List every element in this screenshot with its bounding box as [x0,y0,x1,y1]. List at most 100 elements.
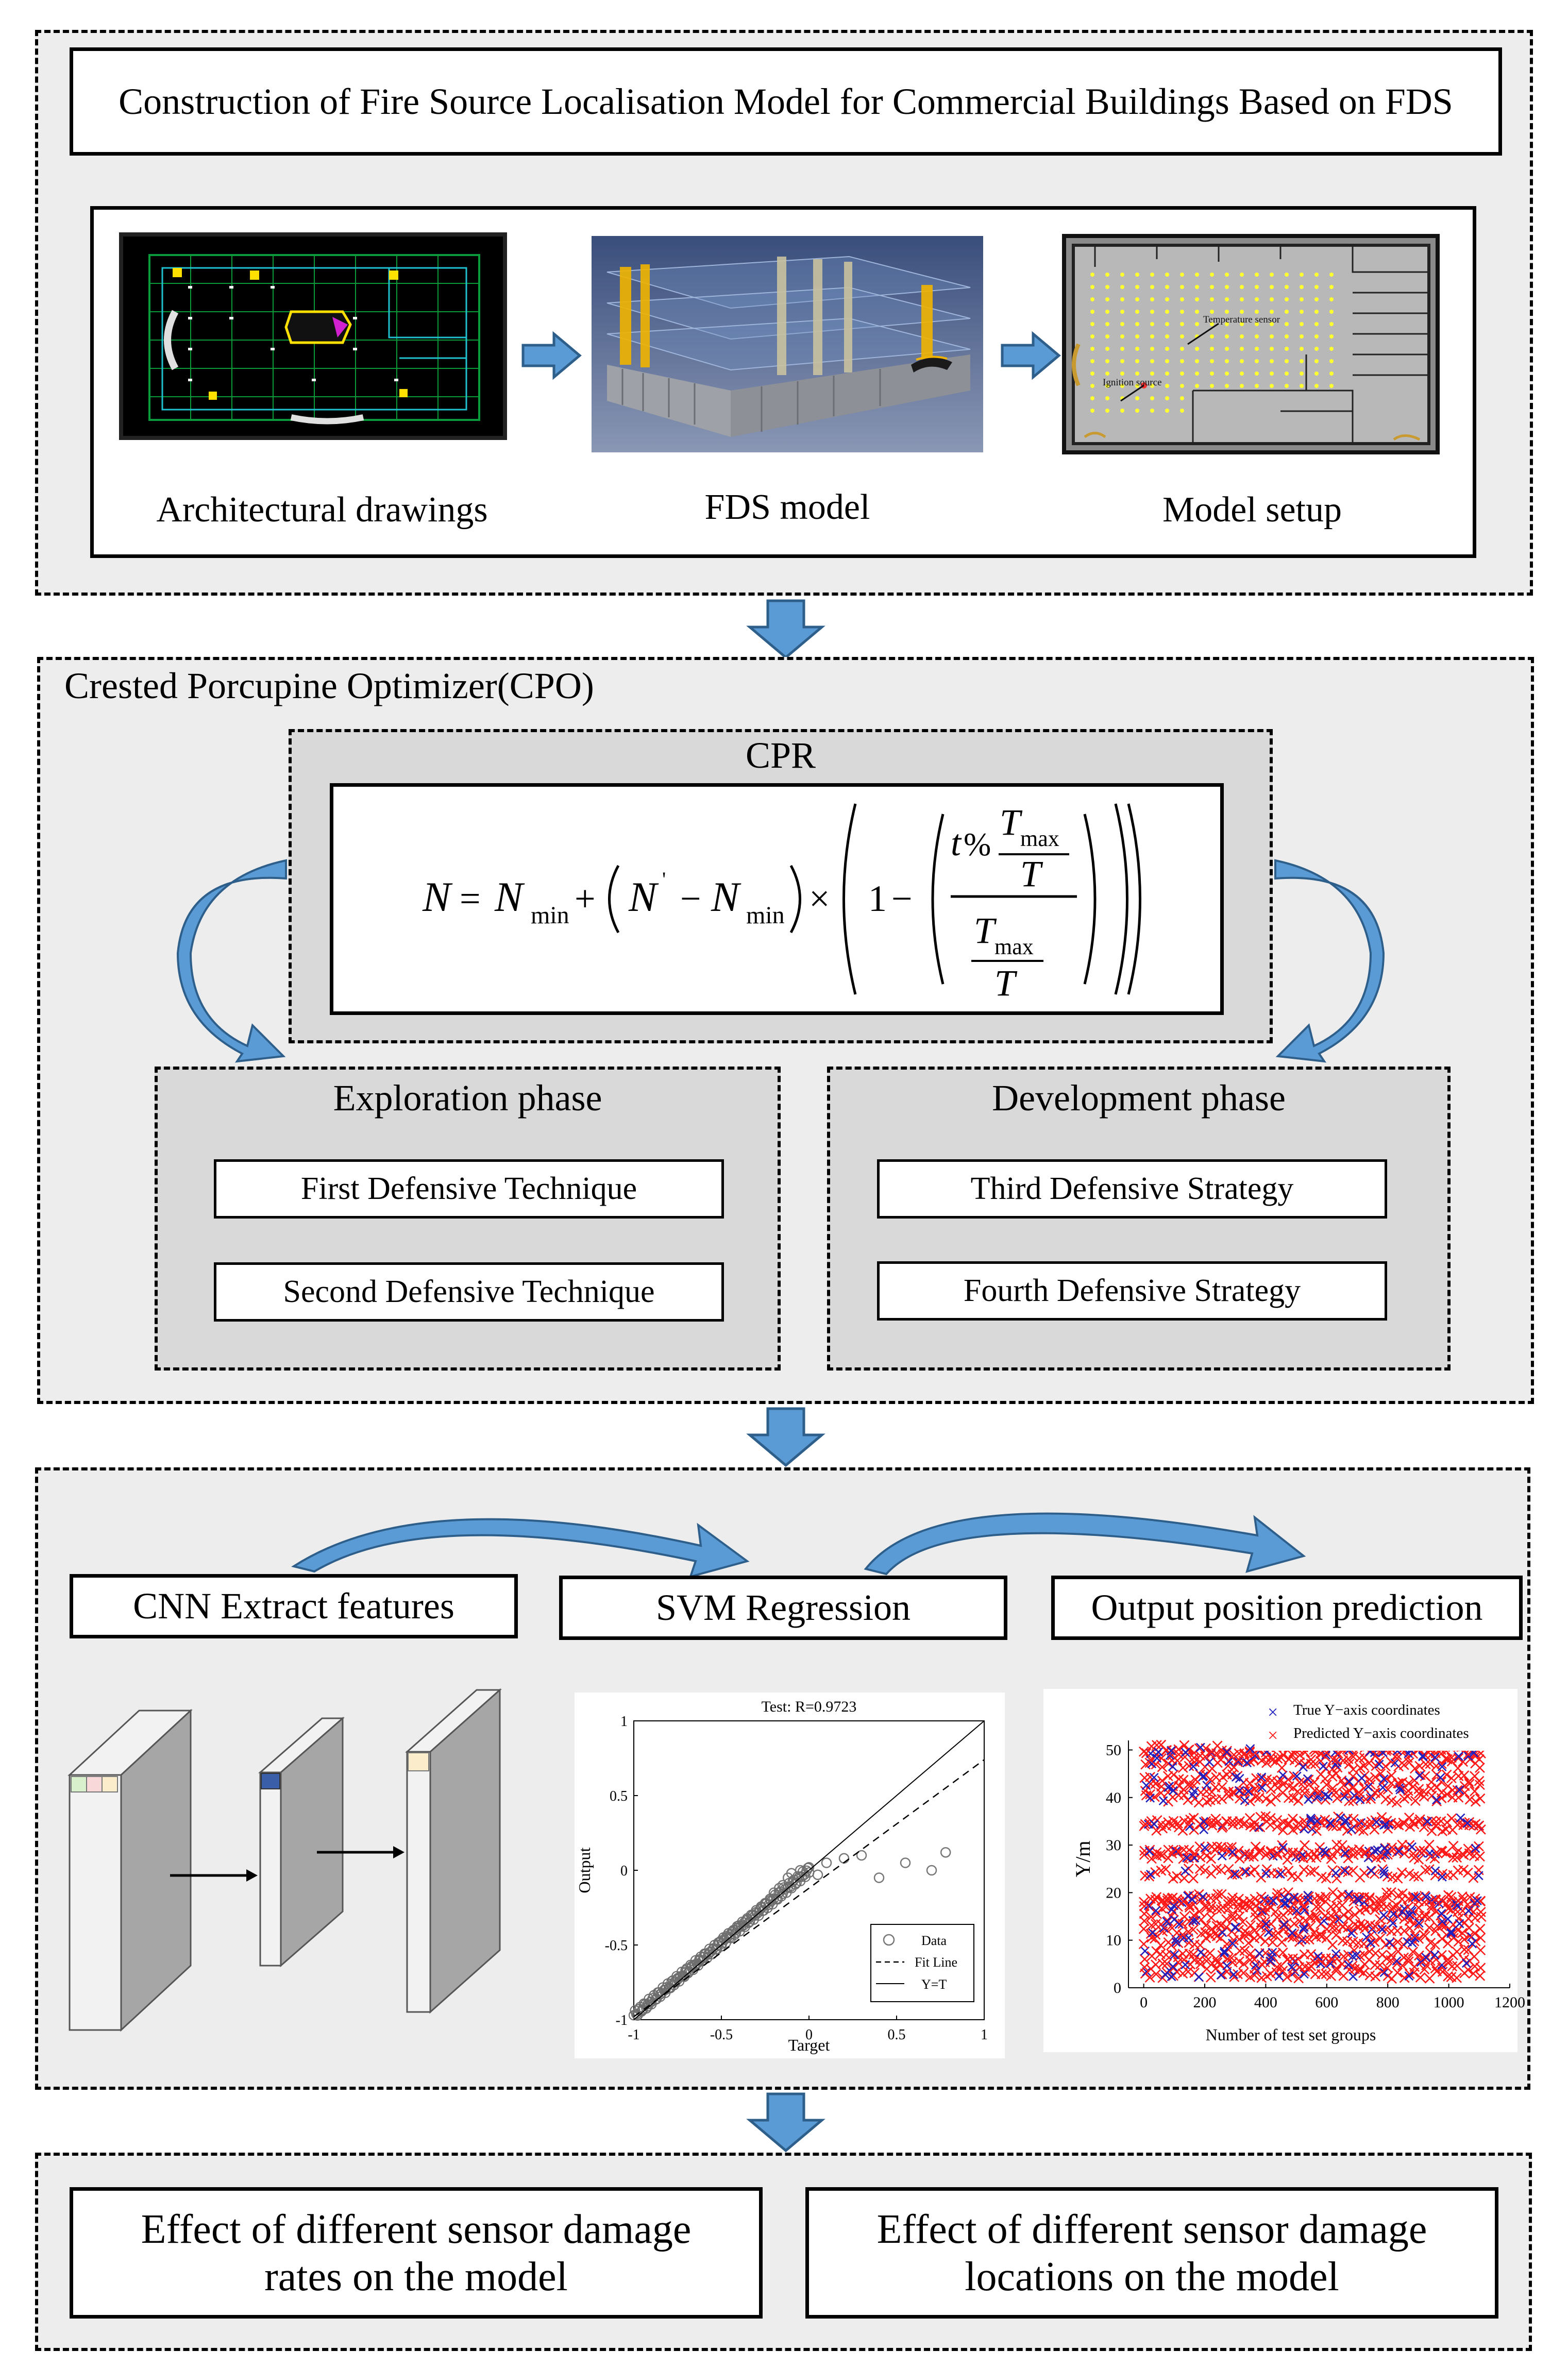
data-marker [1474,1763,1485,1773]
data-marker [1169,1901,1178,1910]
temperature-sensor-dot [1120,273,1124,277]
data-marker [1341,1816,1351,1826]
data-marker [1319,1762,1328,1771]
data-marker [1299,1969,1309,1979]
temperature-sensor-dot [1105,334,1109,339]
temperature-sensor-dot [1329,285,1334,289]
temperature-sensor-dot [1210,285,1214,289]
data-marker [1230,1869,1240,1879]
data-marker [1289,1918,1300,1929]
data-marker [1474,1775,1485,1786]
data-marker [1446,1929,1456,1938]
data-marker [1459,1770,1470,1781]
data-marker [1304,1795,1313,1804]
data-marker [1217,1851,1227,1861]
cpr-formula: N = N min + N ' − N min × 1 − t % T max … [422,802,1141,1004]
data-marker [1227,1847,1237,1857]
data-marker [1311,1901,1322,1912]
data-marker [1228,1938,1237,1948]
data-marker [1343,1847,1354,1857]
data-marker [1138,1923,1149,1934]
data-marker [1462,1818,1472,1828]
data-marker [1443,1890,1454,1901]
temperature-sensor-dot [1225,384,1229,388]
exploration-phase-title: Exploration phase [333,1077,602,1119]
svg-text:×: × [1268,1725,1278,1746]
data-marker [1309,1848,1320,1859]
temperature-sensor-dot [1180,297,1184,301]
data-marker [1195,1958,1206,1969]
svg-text:−: − [891,878,913,919]
legend-y-equals-t: Y=T [921,1977,947,1992]
temperature-sensor-dot [1105,310,1109,314]
data-marker [1220,1947,1229,1956]
temperature-sensor-dot [1255,297,1259,301]
temperature-sensor-dot [1314,359,1319,363]
data-marker [1199,1825,1209,1834]
data-marker [1446,1891,1457,1902]
prediction-xlabel: Number of test set groups [1206,2025,1376,2044]
data-marker [1234,1756,1243,1766]
data-marker [1276,1898,1287,1909]
data-marker [1390,1758,1400,1768]
temperature-sensor-dot [1285,371,1289,376]
temperature-sensor-dot [1105,347,1109,351]
data-marker [1404,1812,1414,1823]
temperature-sensor-dot [1135,347,1139,351]
data-marker [1346,1824,1356,1834]
temperature-sensor-dot [1270,371,1274,376]
temperature-sensor-dot [1300,347,1304,351]
data-marker [1358,1761,1369,1771]
data-marker [1312,1792,1322,1802]
temperature-sensor-dot [1210,371,1214,376]
data-marker [1154,1747,1164,1757]
data-marker [1379,1869,1389,1879]
temperature-sensor-dot [1135,334,1139,339]
data-marker [1149,1772,1159,1782]
data-marker [1227,1914,1238,1924]
temperature-sensor-dot [1329,334,1334,339]
data-marker [1426,1816,1437,1826]
data-marker [1338,1820,1348,1831]
temperature-sensor-dot [1225,322,1229,326]
data-marker [1284,1754,1294,1765]
cpr-formula-box [330,783,1224,1015]
data-marker [1198,1892,1208,1902]
data-marker [1453,1753,1464,1764]
data-marker [1287,1905,1297,1916]
temperature-sensor-dot [1180,273,1184,277]
data-marker [1194,1972,1204,1982]
data-marker [1278,1842,1288,1852]
data-marker [1293,1848,1304,1858]
data-marker [1387,1939,1398,1950]
data-marker [1167,1972,1176,1982]
data-marker [1446,1813,1457,1824]
data-marker [1278,1750,1289,1760]
temperature-sensor-dot [1255,371,1259,376]
temperature-sensor-dot [1090,285,1094,289]
data-point [804,1867,815,1878]
x-tick-label: 1000 [1434,1994,1464,2011]
data-marker [1172,1818,1183,1829]
data-marker [1282,1972,1292,1983]
data-marker [1397,1777,1408,1787]
data-marker [1336,1813,1345,1823]
data-marker [1191,1916,1201,1925]
data-marker [1370,1959,1380,1970]
data-marker [1287,1849,1298,1859]
temperature-sensor-dot [1165,334,1169,339]
legend-predicted: Predicted Y−axis coordinates [1293,1725,1469,1741]
temperature-sensor-dot [1120,359,1124,363]
data-marker [1224,1756,1234,1766]
data-marker [1293,1954,1304,1965]
data-marker [1424,1922,1435,1933]
x-tick-label: 600 [1315,1994,1338,2011]
temperature-sensor-dot [1165,396,1169,400]
data-marker [1177,1930,1188,1940]
temperature-sensor-dot [1135,384,1139,388]
temperature-sensor-dot [1135,371,1139,376]
temperature-sensor-dot [1300,322,1304,326]
svg-text:': ' [662,868,666,891]
temperature-sensor-dot [1150,396,1154,400]
data-marker [1437,1908,1446,1918]
